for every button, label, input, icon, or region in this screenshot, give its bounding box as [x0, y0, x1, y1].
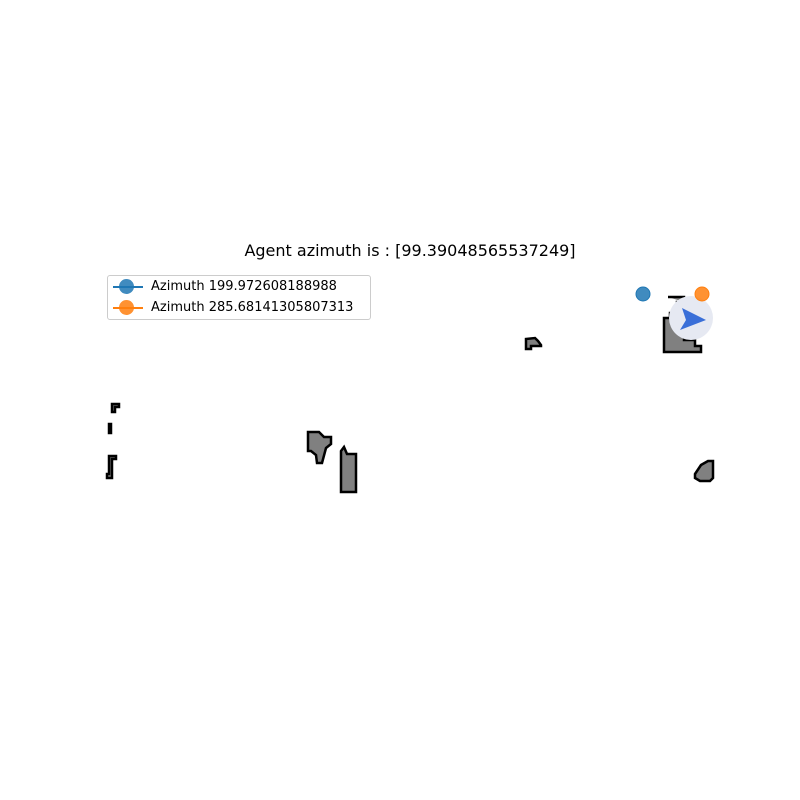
obstacle [110, 402, 121, 414]
legend-marker [119, 300, 134, 315]
legend-label: Azimuth 199.972608188988 [151, 279, 337, 294]
legend-marker [119, 279, 134, 294]
obstacle [306, 430, 333, 465]
azimuth-marker-1 [635, 286, 651, 302]
legend-entry: Azimuth 199.972608188988 [108, 277, 370, 297]
obstacles-layer [105, 295, 715, 494]
azimuth-marker-2 [694, 286, 710, 302]
obstacle [693, 459, 715, 483]
legend: Azimuth 199.972608188988 Azimuth 285.681… [107, 275, 371, 320]
obstacle [105, 454, 118, 480]
agent-marker [669, 296, 713, 340]
plot-title: Agent azimuth is : [99.39048565537249] [244, 241, 576, 260]
legend-entry: Azimuth 285.68141305807313 [108, 298, 370, 318]
legend-label: Azimuth 285.68141305807313 [151, 300, 354, 315]
obstacle [524, 336, 543, 351]
obstacle [107, 422, 113, 435]
arrow-icon [680, 308, 706, 330]
obstacle [339, 444, 358, 494]
